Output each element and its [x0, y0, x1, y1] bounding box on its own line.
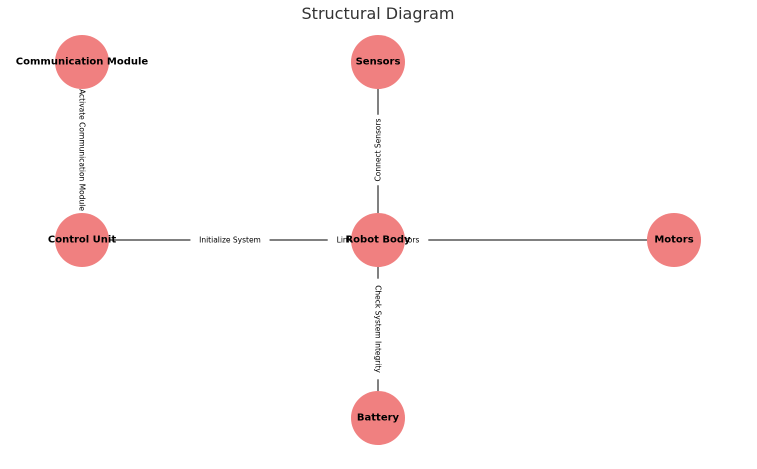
edge-label-group-sensors-robot: Connect Sensors [373, 114, 383, 186]
edge-label: Connect Sensors [374, 118, 383, 181]
node-sensors [351, 35, 405, 89]
edge-label-background [190, 235, 270, 245]
node-label-control: Control Unit [48, 235, 116, 246]
edge-label-group-control-robot: Initialize System [190, 235, 270, 245]
edge-label: Check System Integrity [374, 285, 383, 373]
diagram-title: Structural Diagram [302, 4, 455, 23]
node-robot [351, 213, 405, 267]
node-label-motors: Motors [654, 235, 693, 246]
edge-label-background [373, 114, 383, 186]
edge-label: Activate Communication Module [78, 89, 87, 211]
node-comm [55, 35, 109, 89]
node-motors [647, 213, 701, 267]
node-battery [351, 391, 405, 445]
node-label-robot: Robot Body [345, 235, 411, 246]
node-label-sensors: Sensors [356, 57, 401, 68]
node-label-comm: Communication Module [16, 57, 149, 68]
edge-label-background [373, 278, 383, 380]
edge-label: Initialize System [199, 236, 261, 245]
node-control [55, 213, 109, 267]
edge-label-group-robot-battery: Check System Integrity [373, 278, 383, 380]
edge-label-background [77, 84, 87, 216]
edge-label-group-comm-control: Activate Communication Module [77, 84, 87, 216]
node-label-battery: Battery [357, 413, 400, 424]
